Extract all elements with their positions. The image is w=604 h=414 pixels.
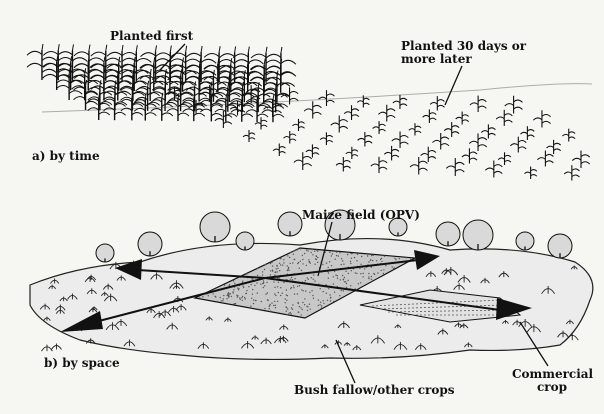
maize-plant [498, 152, 511, 165]
maize-plant [43, 56, 71, 90]
label-commercial-crop: Commercial crop [512, 368, 592, 394]
maize-plant [120, 57, 148, 91]
maize-plant [74, 80, 98, 110]
maize-plant [537, 151, 553, 167]
maize-plant [547, 140, 561, 154]
maize-plant [496, 110, 512, 126]
maize-plant [564, 165, 579, 180]
maize-plant [520, 126, 534, 140]
maize-plant [421, 147, 436, 162]
maize-plant [336, 157, 350, 171]
maize-plant [56, 68, 82, 100]
maize-plant [186, 70, 212, 102]
maize-plant [510, 137, 526, 153]
maize-plant [469, 133, 487, 151]
leader-line-planted-later [445, 66, 462, 105]
maize-plant [524, 167, 536, 179]
maize-plant [251, 70, 277, 102]
label-planted-first: Planted first [110, 30, 193, 43]
maize-plant [432, 133, 448, 149]
maize-plant [292, 119, 304, 131]
tree [548, 234, 572, 258]
maize-plant [200, 70, 226, 102]
maize-plant [217, 58, 245, 92]
maize-plant [91, 68, 117, 100]
maize-plant [456, 112, 469, 125]
maize-plant [200, 93, 222, 121]
tree [516, 232, 534, 250]
maize-plant [572, 151, 589, 168]
maize-plant [384, 146, 399, 161]
tree [138, 232, 162, 256]
maize-plant [533, 110, 550, 127]
maize-plant [410, 157, 427, 174]
maize-plant [373, 121, 386, 134]
maize-plant [470, 96, 486, 112]
maize-plant [319, 90, 335, 106]
caption-by-time: a) by time [32, 150, 100, 163]
maize-plant [371, 157, 387, 173]
tree [236, 232, 254, 250]
maize-plant [423, 109, 437, 123]
maize-plant [392, 131, 409, 148]
maize-plant [283, 131, 296, 144]
label-maize-field: Maize field (OPV) [302, 209, 420, 222]
maize-plant [393, 95, 407, 109]
maize-plant [430, 96, 444, 110]
label-bush-fallow: Bush fallow/other crops [294, 384, 454, 397]
maize-plant [104, 92, 126, 120]
maize-plant [273, 144, 285, 156]
maize-plant [446, 158, 464, 176]
maize-plant [378, 105, 395, 122]
maize-plant [409, 123, 421, 135]
maize-plant [105, 57, 133, 91]
maize-plant [481, 124, 495, 138]
maize-plant [562, 129, 575, 142]
maize-plant [306, 144, 319, 157]
maize-plant [462, 148, 477, 163]
maize-plant [88, 92, 110, 120]
maize-plant [294, 152, 312, 170]
tree [96, 244, 114, 262]
label-planted-later: Planted 30 days or more later [401, 40, 561, 66]
maize-plant [216, 70, 242, 102]
maize-plant [72, 68, 98, 100]
maize-plant [444, 122, 459, 137]
maize-plant [485, 161, 502, 178]
maize-plant [358, 132, 372, 146]
maize-plant [134, 93, 156, 121]
maize-plant [344, 105, 359, 120]
maize-plant [505, 96, 523, 114]
maize-plant [304, 101, 321, 118]
tree [436, 222, 460, 246]
maize-plant [243, 130, 255, 142]
maize-plant [168, 58, 196, 92]
tree [463, 220, 493, 250]
caption-by-space: b) by space [44, 357, 120, 370]
maize-plant [331, 116, 348, 133]
tree [278, 212, 302, 236]
maize-plant [137, 69, 163, 101]
maize-plant [264, 71, 290, 103]
tree [200, 212, 230, 242]
maize-plant [320, 132, 333, 145]
maize-plant [57, 56, 85, 90]
maize-plant [121, 92, 143, 120]
maize-plant [183, 93, 205, 121]
maize-plant [88, 80, 112, 110]
maize-plant [346, 147, 358, 159]
maize-plant [105, 69, 131, 101]
